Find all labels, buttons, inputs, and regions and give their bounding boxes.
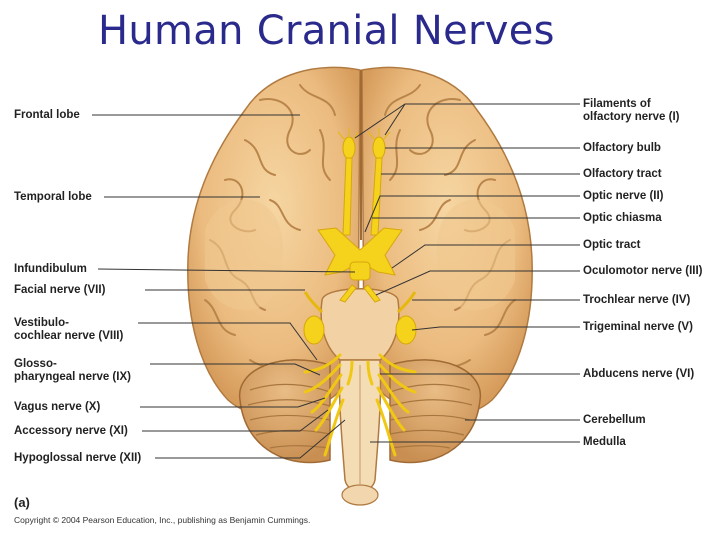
label-vestibulocochlear-line1: Vestibulo- — [14, 317, 69, 329]
label-glossopharyngeal-nerve: Glosso- pharyngeal nerve (IX) — [14, 358, 131, 384]
leader-lines — [92, 103, 580, 459]
label-infundibulum: Infundibulum — [14, 263, 87, 275]
label-vestibulocochlear-nerve: Vestibulo- cochlear nerve (VIII) — [14, 317, 123, 343]
label-abducens-nerve: Abducens nerve (VI) — [583, 368, 695, 380]
label-vagus-nerve: Vagus nerve (X) — [14, 401, 101, 413]
label-olfactory-filaments-line2: olfactory nerve (I) — [583, 111, 680, 123]
label-olfactory-filaments: Filaments of olfactory nerve (I) — [583, 98, 680, 124]
label-olfactory-filaments-line1: Filaments of — [583, 98, 651, 110]
copyright-notice: Copyright © 2004 Pearson Education, Inc.… — [14, 515, 311, 525]
label-optic-chiasma: Optic chiasma — [583, 212, 662, 224]
label-frontal-lobe: Frontal lobe — [14, 109, 80, 121]
label-facial-nerve: Facial nerve (VII) — [14, 284, 106, 296]
label-optic-nerve: Optic nerve (II) — [583, 190, 664, 202]
cranial-nerves — [303, 128, 417, 457]
panel-label: (a) — [14, 495, 30, 510]
label-accessory-nerve: Accessory nerve (XI) — [14, 425, 128, 437]
label-medulla: Medulla — [583, 436, 626, 448]
page-title: Human Cranial Nerves — [98, 8, 555, 54]
label-optic-tract: Optic tract — [583, 239, 641, 251]
label-glossopharyngeal-line1: Glosso- — [14, 358, 57, 370]
label-olfactory-bulb: Olfactory bulb — [583, 142, 661, 154]
label-olfactory-tract: Olfactory tract — [583, 168, 662, 180]
label-oculomotor-nerve: Oculomotor nerve (III) — [583, 265, 703, 277]
label-vestibulocochlear-line2: cochlear nerve (VIII) — [14, 330, 124, 342]
label-temporal-lobe: Temporal lobe — [14, 191, 92, 203]
label-glossopharyngeal-line2: pharyngeal nerve (IX) — [14, 371, 131, 383]
label-trochlear-nerve: Trochlear nerve (IV) — [583, 294, 691, 306]
label-trigeminal-nerve: Trigeminal nerve (V) — [583, 321, 693, 333]
label-hypoglossal-nerve: Hypoglossal nerve (XII) — [14, 452, 142, 464]
label-cerebellum: Cerebellum — [583, 414, 646, 426]
